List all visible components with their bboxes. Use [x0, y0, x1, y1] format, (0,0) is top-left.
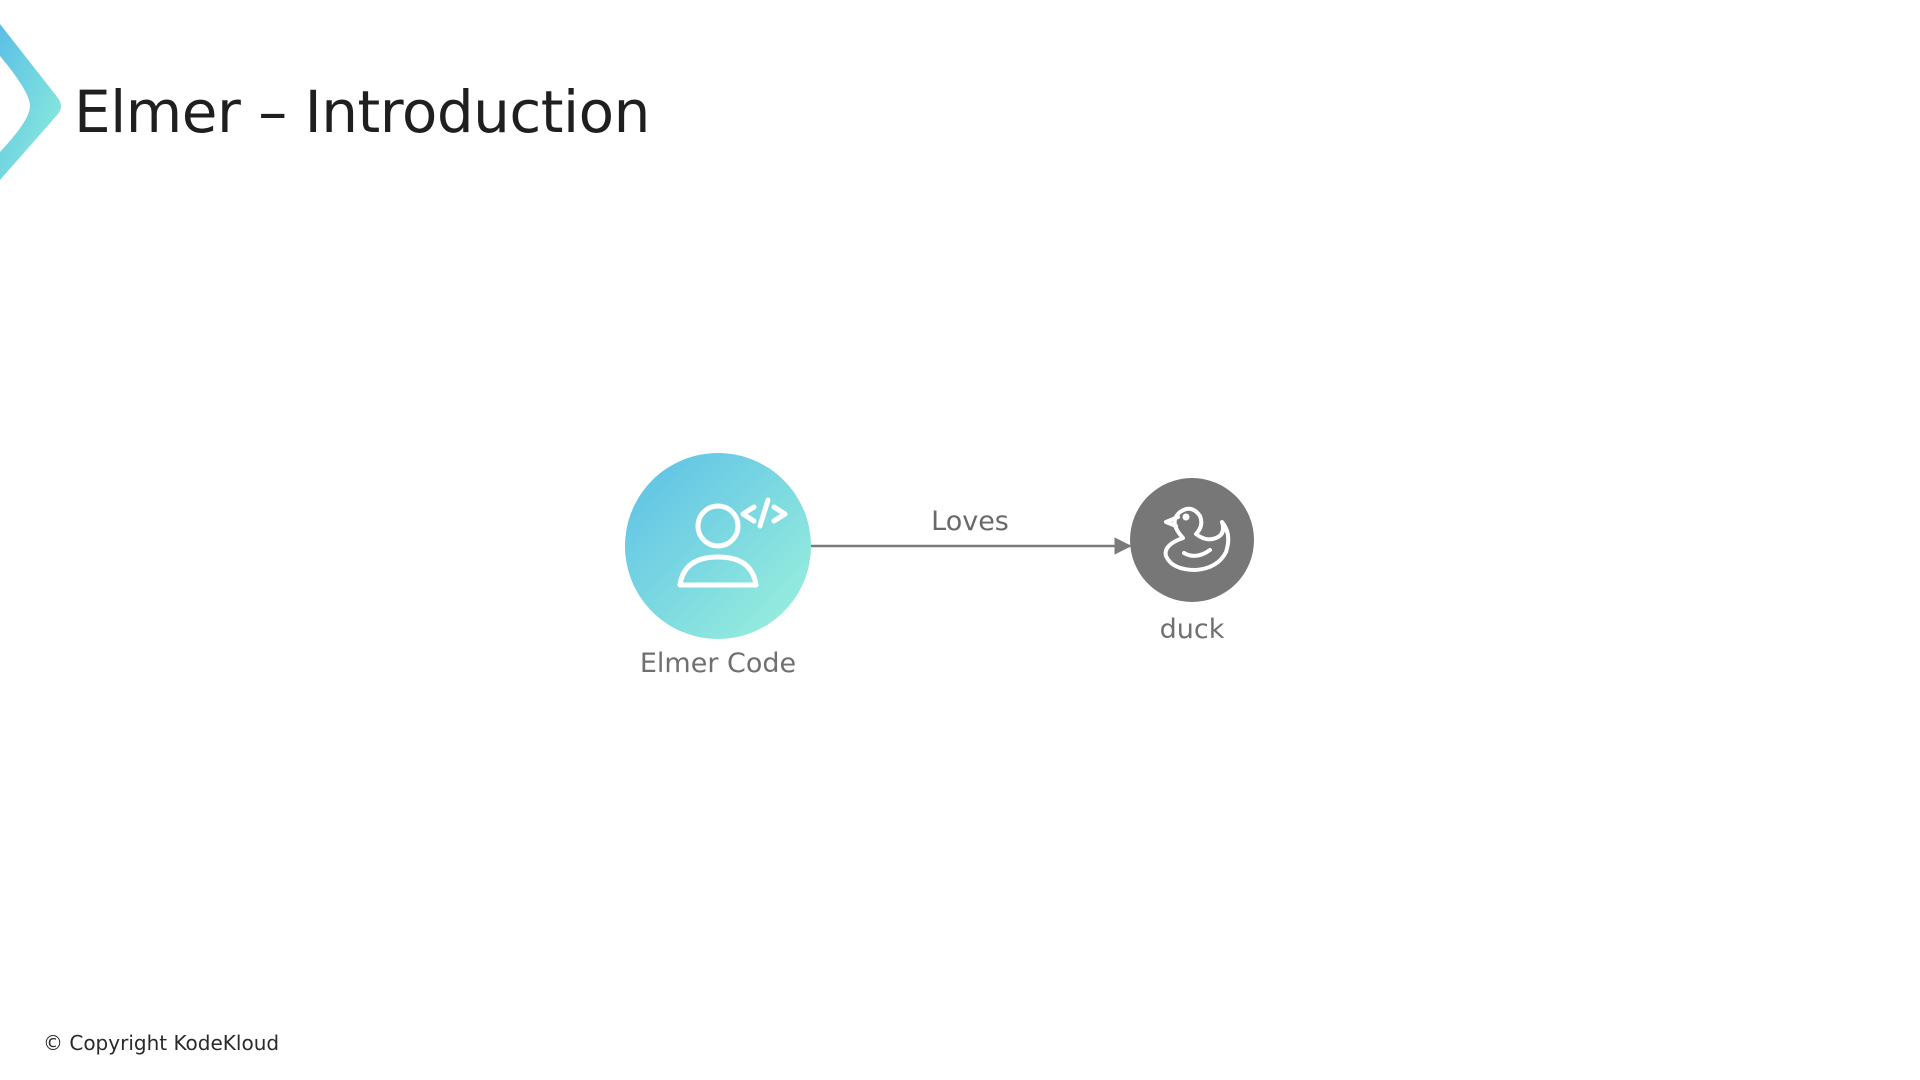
developer-icon: [677, 497, 788, 588]
node-elmer-code: [625, 453, 811, 639]
node-duck: [1130, 478, 1254, 602]
brand-chevron-logo: [0, 24, 61, 180]
page-title: Elmer – Introduction: [74, 78, 650, 146]
duck-icon: [1163, 506, 1231, 572]
edge-label-loves: Loves: [931, 506, 1009, 537]
node-label-duck: duck: [1159, 614, 1225, 645]
node-label-elmer-code: Elmer Code: [639, 648, 797, 679]
copyright-footer: © Copyright KodeKloud: [43, 1031, 280, 1055]
